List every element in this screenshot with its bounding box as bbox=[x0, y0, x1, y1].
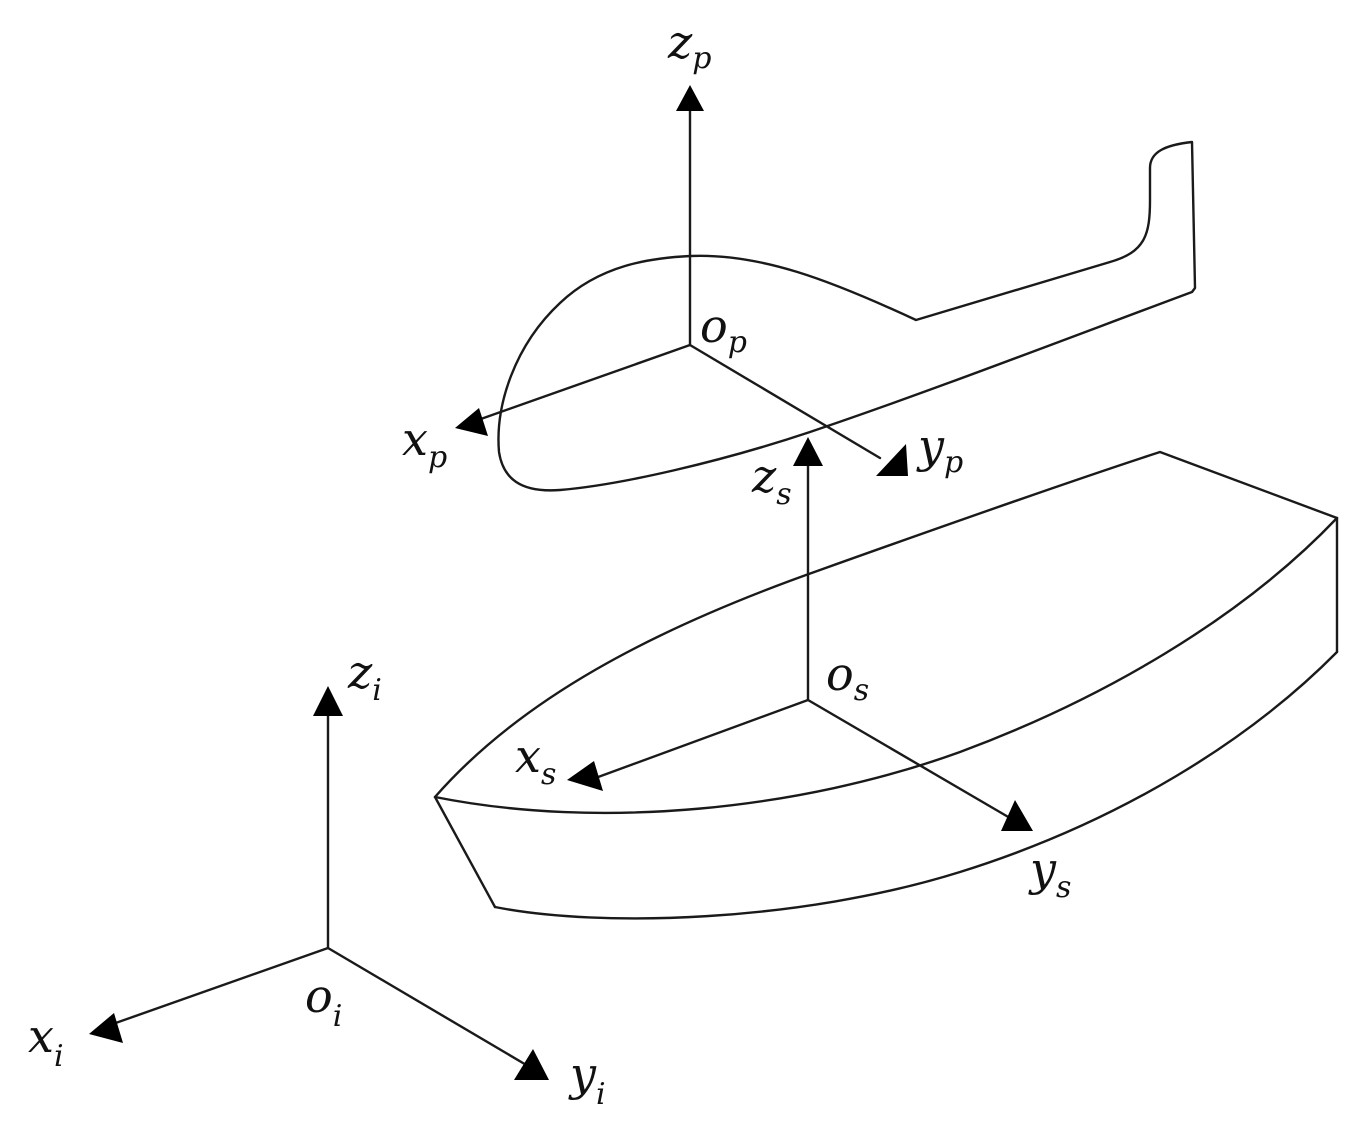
helicopter-outline bbox=[497, 140, 1197, 492]
zp-label: zp bbox=[667, 15, 711, 76]
yp-label: yp bbox=[916, 419, 963, 480]
ys-arrowhead bbox=[1001, 800, 1033, 831]
xs-label: xs bbox=[515, 729, 556, 792]
yi-arrowhead bbox=[514, 1049, 549, 1080]
ship-deck-inner bbox=[433, 516, 1339, 815]
ys-axis bbox=[806, 698, 1012, 820]
ship-bow bbox=[433, 795, 497, 909]
ys-label: ys bbox=[1028, 842, 1071, 905]
xi-label: xi bbox=[28, 1009, 64, 1074]
ship-hull bbox=[433, 450, 1339, 920]
xp-label: xp bbox=[402, 412, 447, 475]
helicopter-frame bbox=[455, 85, 908, 476]
os-label: os bbox=[826, 647, 869, 708]
xi-arrowhead bbox=[89, 1013, 123, 1043]
xp-arrowhead bbox=[455, 408, 488, 436]
ship-deck-outer bbox=[433, 450, 1339, 799]
xp-axis bbox=[476, 343, 692, 422]
yp-axis bbox=[688, 343, 882, 460]
xi-axis bbox=[108, 946, 330, 1027]
op-label: op bbox=[700, 299, 747, 360]
oi-label: oi bbox=[305, 969, 342, 1034]
yi-axis bbox=[326, 946, 530, 1068]
zs-label: zs bbox=[751, 449, 792, 512]
zs-arrowhead bbox=[793, 437, 823, 466]
zi-arrowhead bbox=[313, 686, 343, 716]
xs-arrowhead bbox=[567, 761, 603, 791]
zp-arrowhead bbox=[676, 85, 704, 111]
yp-arrowhead bbox=[876, 444, 908, 476]
xs-axis bbox=[588, 698, 810, 782]
inertial-frame bbox=[89, 686, 549, 1080]
ship-keel bbox=[493, 650, 1339, 920]
zi-label: zi bbox=[347, 645, 382, 708]
ship-frame bbox=[567, 437, 1033, 831]
yi-label: yi bbox=[568, 1047, 606, 1112]
